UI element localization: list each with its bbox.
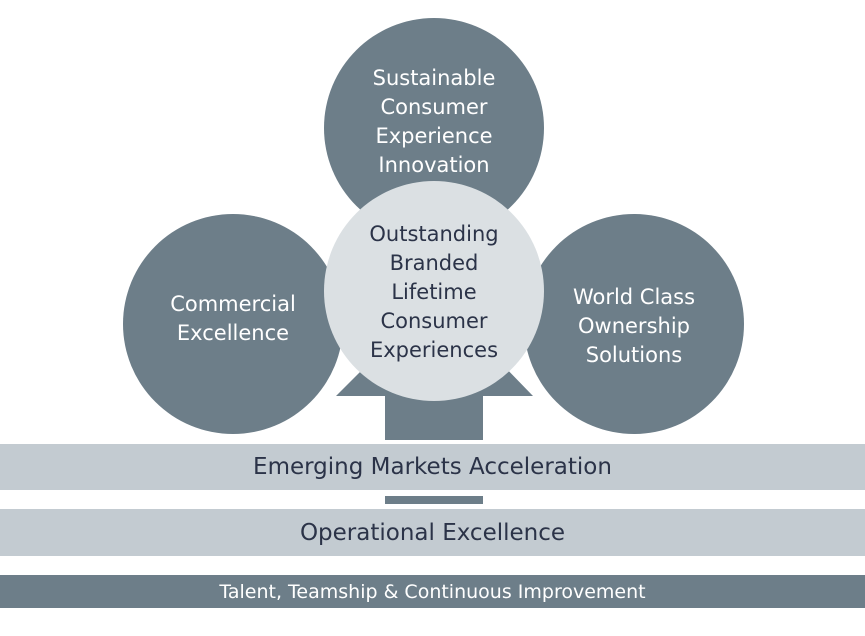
bar-operational-excellence: Operational Excellence <box>0 509 865 556</box>
circle-center-consumer-experiences: Outstanding Branded Lifetime Consumer Ex… <box>324 181 544 401</box>
circle-ownership-solutions: World Class Ownership Solutions <box>524 214 744 434</box>
bar-operational-label: Operational Excellence <box>299 519 566 546</box>
circle-center-label: Outstanding Branded Lifetime Consumer Ex… <box>369 222 499 362</box>
circle-top-label: Sustainable Consumer Experience Innovati… <box>372 65 496 177</box>
bar-talent-label: Talent, Teamship & Continuous Improvemen… <box>219 580 646 603</box>
bar-connector <box>385 496 483 504</box>
bar-emerging-markets: Emerging Markets Acceleration <box>0 444 865 490</box>
circle-right-label: World Class Ownership Solutions <box>572 284 696 367</box>
circle-commercial-excellence: Commercial Excellence <box>123 214 343 434</box>
arrow-shaft <box>385 396 483 440</box>
bar-talent-teamship: Talent, Teamship & Continuous Improvemen… <box>0 575 865 608</box>
circle-left-label: Commercial Excellence <box>170 292 296 345</box>
bar-emerging-label: Emerging Markets Acceleration <box>253 454 612 480</box>
